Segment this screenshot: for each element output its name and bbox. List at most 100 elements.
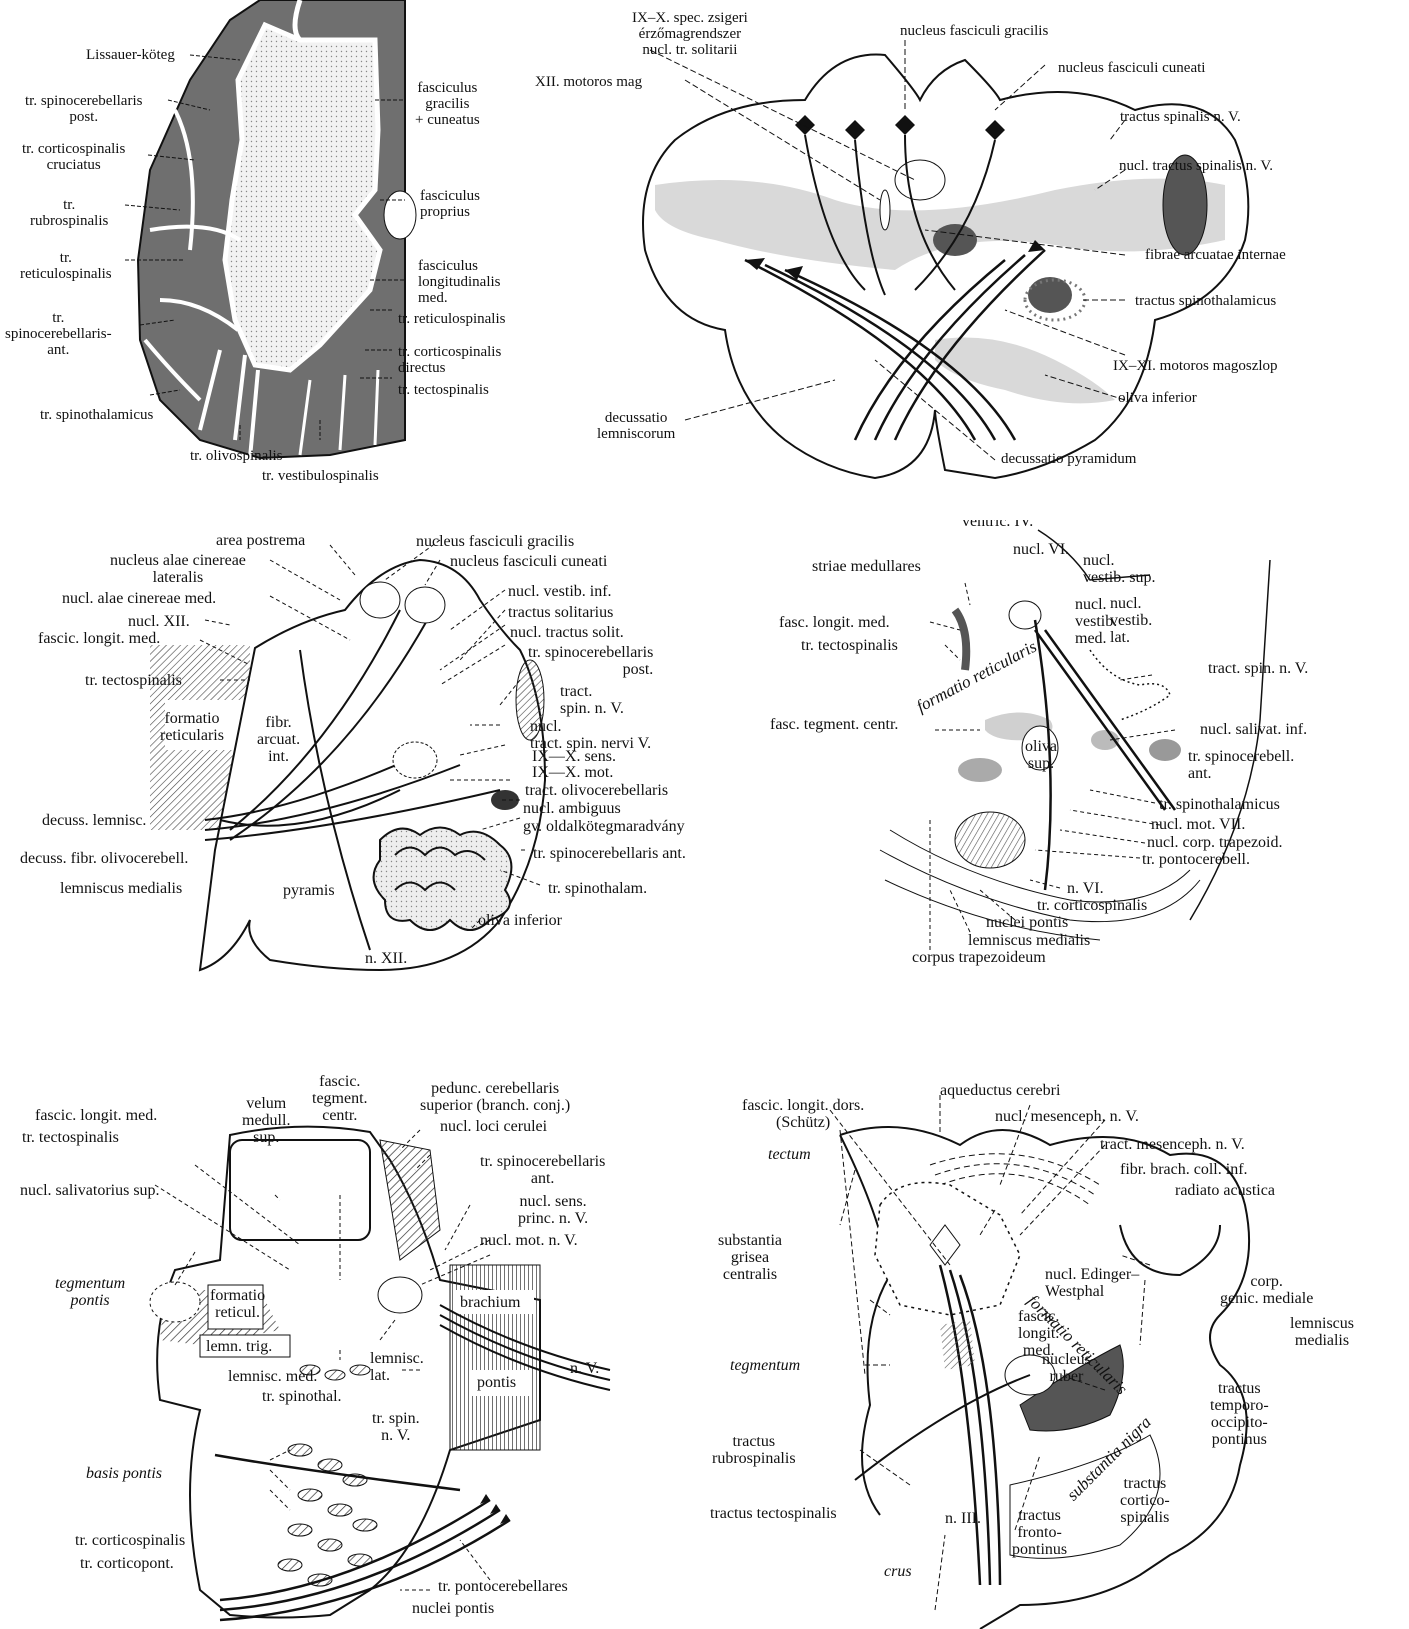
label-nucleus-ruber: nucleus ruber (1042, 1351, 1091, 1385)
label-corticospinal-cruc: tr. corticospinalis cruciatus (22, 141, 125, 173)
panel-pons-abducens: ventric. IV. nucl. VI. nucl. vestib. sup… (770, 520, 1409, 1000)
label-oliva-inf: oliva inferior (1118, 390, 1197, 406)
label-rubrospinalis: tr. rubrospinalis (30, 197, 108, 229)
label-tr-tectospinalis: tr. tectospinalis (22, 1129, 119, 1146)
label-spinocerebell-ant: tr. spinocerebell. ant. (1188, 748, 1294, 782)
label-tr-spin-nv: tr. spin. n. V. (372, 1410, 420, 1444)
panel-medulla-olive: area postrema nucleus alae cinereae late… (0, 500, 770, 1010)
label-tr-tectospinalis: tr. tectospinalis (801, 637, 898, 654)
label-pontocerebell: tr. pontocerebell. (1142, 851, 1250, 868)
label-lemniscus-med: lemniscus medialis (968, 932, 1090, 949)
label-corp-genic: corp. genic. mediale (1220, 1273, 1313, 1307)
label-nucl-tract-spin: nucl. tract. spin. nervi V. (530, 718, 651, 752)
label-pedunc: pedunc. cerebellaris superior (branch. c… (420, 1080, 570, 1114)
label-olivospinalis: tr. olivospinalis (190, 448, 283, 464)
label-n-cuneati: nucleus fasciculi cuneati (450, 553, 607, 570)
label-nucl-vi: nucl. VI. (1013, 541, 1069, 558)
label-spinothalamicus: tr. spinothalamicus (40, 407, 153, 423)
label-tr-spinalis-v: tractus spinalis n. V. (1120, 109, 1241, 125)
label-tegmentum: tegmentum (730, 1357, 800, 1374)
label-substantia-grisea: substantia grisea centralis (718, 1232, 782, 1283)
label-nuclei-pontis: nuclei pontis (412, 1600, 494, 1617)
label-fasc-proprius: fasciculus proprius (420, 188, 480, 220)
label-spinocereb-ant: tr. spinocerebellaris ant. (480, 1153, 605, 1187)
label-tractus-cortico: tractus cortico- spinalis (1120, 1475, 1170, 1526)
label-area-postrema: area postrema (216, 532, 305, 549)
label-lemniscus-med: lemniscus medialis (1290, 1315, 1354, 1349)
pons-abducens-drawing (770, 520, 1409, 1000)
panel-midbrain: aqueductus cerebri fascic. longit. dors.… (700, 1075, 1409, 1629)
label-lemn-trig: lemn. trig. (206, 1338, 272, 1355)
label-n-cuneati: nucleus fasciculi cuneati (1058, 60, 1205, 76)
label-decuss-lemn: decussatio lemniscorum (597, 410, 675, 442)
label-crus: crus (884, 1563, 912, 1580)
rubro-line (855, 1375, 1030, 1480)
panel-medulla-decussation: IX–X. spec. zsigeri érzőmagrendszer nucl… (535, 0, 1409, 490)
spinocerebell-ant (1149, 739, 1181, 761)
label-ix-x-sens: IX—X. sens. (532, 748, 616, 765)
label-formatio-ret: formatio reticularis (160, 710, 224, 744)
label-tract-spin-v: tract. spin. n. V. (1208, 660, 1308, 677)
label-nucl-mot-vii: nucl. mot. VII. (1151, 816, 1245, 833)
label-fasc-long-med: fasc. longit. med. (779, 614, 890, 631)
label-spinocereb-ant: tr. spinocerebellaris ant. (533, 845, 686, 862)
label-nucl-salivat-inf: nucl. salivat. inf. (1200, 721, 1307, 738)
corp-trapez (958, 758, 1002, 782)
label-spinothalamicus: tr. spinothalamicus (1159, 796, 1280, 813)
label-ventric-iv: ventric. IV. (962, 520, 1033, 530)
label-tectospinalis: tr. tectospinalis (398, 382, 489, 398)
label-fasc-gracilis: fasciculus gracilis + cuneatus (415, 80, 480, 128)
olive-dark (1028, 277, 1072, 313)
label-fibr-arcuat: fibr. arcuat. int. (257, 714, 300, 765)
nucl-mot-v (378, 1277, 422, 1313)
label-radiato: radiato acustica (1175, 1182, 1275, 1199)
label-spinocereb-post: tr. spinocerebellaris post. (25, 93, 142, 125)
label-n-gracilis: nucleus fasciculi gracilis (416, 533, 574, 550)
label-velum: velum medull. sup. (242, 1095, 290, 1146)
label-decuss-pyr: decussatio pyramidum (1001, 451, 1136, 467)
label-pyramis: pyramis (283, 882, 335, 899)
label-tractus-temporo: tractus temporo- occipito- pontinus (1210, 1380, 1269, 1448)
label-lemniscus-med: lemniscus medialis (60, 880, 182, 897)
label-spinothalamicus: tractus spinothalamicus (1135, 293, 1276, 309)
label-corticopont: tr. corticopont. (80, 1555, 174, 1572)
label-lemnisc-lat: lemnisc. lat. (370, 1350, 424, 1384)
label-nucl-tr-spinalis-v: nucl. tractus spinalis n. V. (1119, 158, 1273, 174)
label-corticospinalis: tr. corticospinalis (75, 1532, 185, 1549)
label-tractus-rubro: tractus rubrospinalis (712, 1433, 796, 1467)
label-pontis: pontis (477, 1374, 516, 1391)
label-n-alae-cin-lat: nucleus alae cinereae lateralis (110, 552, 246, 586)
label-corticospinal-dir: tr. corticospinalis directus (398, 344, 501, 376)
label-spinocereb-post: tr. spinocerebellaris post. (528, 644, 653, 678)
label-lemnisc-med: lemnisc. med. (228, 1368, 317, 1385)
ix-x-nucleus (393, 742, 437, 778)
label-nuclei-pontis: nuclei pontis (986, 914, 1068, 931)
nucl-salivat-sup (150, 1282, 200, 1322)
label-corpus-trapez: corpus trapezoideum (912, 949, 1046, 966)
label-tegmentum-pontis: tegmentum pontis (55, 1275, 125, 1309)
fasc-long-hatch (955, 610, 966, 670)
label-n-xii: n. XII. (365, 950, 407, 967)
label-lissauer: Lissauer-köteg (86, 47, 175, 63)
label-ix-x-mot: IX—X. mot. (532, 764, 613, 781)
label-vestib-lat: nucl. vestib. lat. (1110, 595, 1152, 646)
label-fasc-long-med: fascic. longit. med. (35, 1107, 157, 1124)
ventricle (230, 1140, 370, 1240)
label-spinocereb-ant: tr. spinocerebellaris- ant. (5, 310, 112, 358)
label-corticospinalis: tr. corticospinalis (1037, 897, 1147, 914)
label-tract-olivocereb: tract. olivocerebellaris (525, 782, 668, 799)
label-tr-solitarius: tractus solitarius (508, 604, 613, 621)
neuron-gracilis (360, 582, 400, 618)
label-xii-motor: XII. motoros mag (535, 74, 642, 90)
label-brachium: brachium (460, 1294, 520, 1311)
label-fasc-long-med: fasciculus longitudinalis med. (418, 258, 501, 306)
label-vestib-sup: nucl. vestib. sup. (1083, 552, 1155, 586)
label-fibrae-arcuatae: fibrae arcuatae internae (1145, 247, 1286, 263)
label-oliva-sup: oliva sup. (1025, 738, 1057, 772)
label-n-iii: n. III. (945, 1510, 981, 1527)
label-spinothalam: tr. spinothalam. (548, 880, 647, 897)
label-edinger: nucl. Edinger– Westphal (1045, 1266, 1139, 1300)
nuclei-pontis-group (955, 812, 1025, 868)
label-gv-oldal: gv. oldalkötegmaradvány (523, 818, 685, 835)
label-n-vi: n. VI. (1067, 880, 1104, 897)
